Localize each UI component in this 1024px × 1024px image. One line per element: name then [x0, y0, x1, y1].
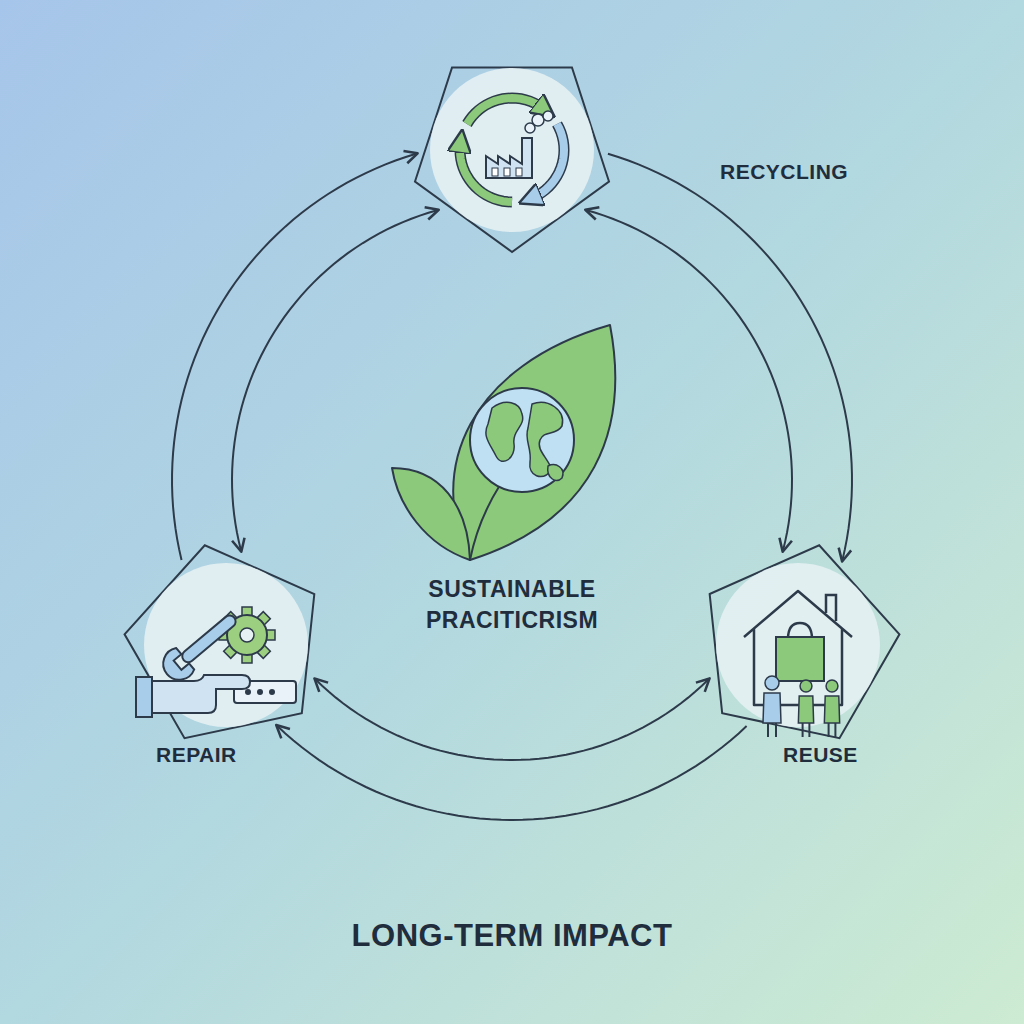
chimney [826, 595, 836, 621]
factory-window [504, 168, 510, 176]
leaf-stem [470, 485, 500, 560]
shopping-bag [776, 637, 824, 681]
node-icon [136, 605, 296, 717]
cycle-arrow [172, 154, 416, 560]
person [763, 676, 781, 737]
smoke [532, 114, 544, 126]
person [824, 680, 839, 737]
node-icon [460, 98, 564, 202]
factory-window [516, 168, 522, 176]
node-label: REPAIR [156, 743, 237, 767]
node-shape [708, 555, 888, 735]
small-leaf [392, 468, 470, 560]
icon-circle [716, 563, 880, 727]
pentagon-outline [125, 545, 315, 738]
node-icon [744, 591, 852, 737]
factory-window [492, 168, 498, 176]
process-node: RECYCLING [422, 60, 602, 240]
hand [150, 675, 250, 713]
recycle-arrow [530, 124, 564, 199]
node-label: RECYCLING [720, 160, 848, 184]
device-button [245, 689, 251, 695]
big-leaf [453, 325, 615, 560]
pentagon-outline [710, 545, 900, 738]
node-shape [136, 555, 316, 735]
person [798, 680, 813, 737]
node-shape [422, 60, 602, 240]
process-node: REUSE [708, 555, 888, 735]
recycle-arrow-outline [530, 124, 564, 199]
icon-circle [144, 563, 308, 727]
icon-circle [430, 68, 594, 232]
center-label: SUSTAINABLE PRACITICRISM [402, 574, 622, 636]
continent [548, 465, 563, 481]
node-label: REUSE [783, 743, 858, 767]
cycle-arrow [587, 210, 792, 550]
pentagon-outline [415, 67, 609, 252]
device-button [269, 689, 275, 695]
sleeve [136, 677, 152, 717]
cycle-arrow [316, 680, 709, 760]
process-node: REPAIR [136, 555, 316, 735]
cycle-arrow [232, 210, 437, 550]
device-button [257, 689, 263, 695]
continent [486, 402, 523, 461]
smoke [543, 111, 553, 121]
globe [470, 388, 574, 492]
house [744, 591, 852, 705]
cycle-arrow [277, 726, 746, 820]
factory [486, 138, 532, 178]
caption: LONG-TERM IMPACT [0, 918, 1024, 954]
cycle-arrow [608, 154, 852, 560]
